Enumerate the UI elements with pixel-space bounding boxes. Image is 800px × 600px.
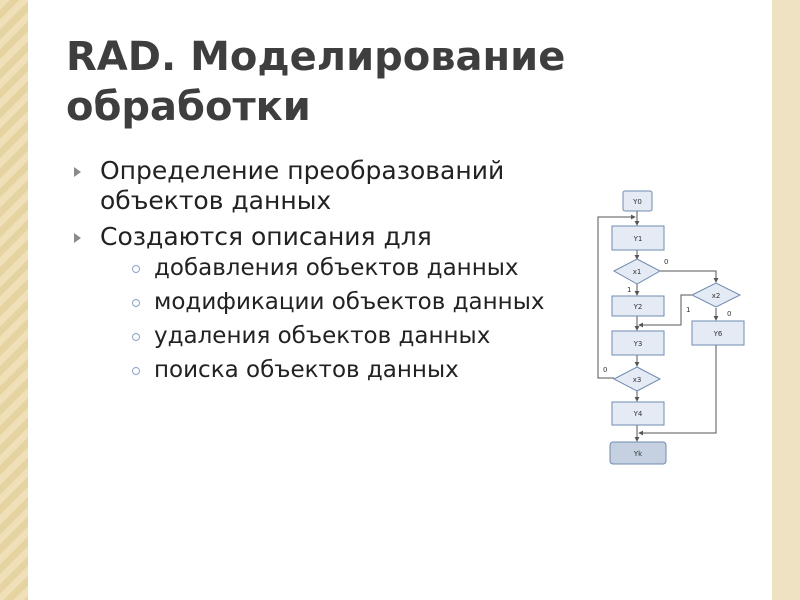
right-decor-band bbox=[772, 0, 800, 600]
flow-branch-x1-yes: 1 bbox=[627, 286, 631, 294]
slide-title: RAD. Моделирование обработки bbox=[66, 34, 566, 130]
flow-label-x3: x3 bbox=[633, 376, 642, 384]
flow-box-y6 bbox=[691, 320, 745, 346]
flow-decision-x1 bbox=[612, 258, 662, 285]
flow-branch-x1-no: 0 bbox=[664, 258, 668, 266]
bullet-text: Создаются описания для bbox=[100, 222, 432, 251]
flow-box-y4 bbox=[611, 401, 665, 426]
flow-box-y1 bbox=[611, 225, 665, 251]
sub-bullet-item: добавления объектов данных bbox=[100, 254, 550, 282]
flow-branch-x2-no: 0 bbox=[727, 310, 731, 318]
flow-box-y0 bbox=[622, 190, 653, 212]
flow-box-yk bbox=[609, 441, 667, 465]
flow-label-x2: x2 bbox=[712, 292, 721, 300]
sub-bullet-item: поиска объектов данных bbox=[100, 356, 550, 384]
flowchart-connectors bbox=[597, 211, 719, 442]
flow-label-y3: Y3 bbox=[633, 340, 643, 348]
flow-decision-x2 bbox=[690, 282, 742, 308]
sub-bullet-item: удаления объектов данных bbox=[100, 322, 550, 350]
bullet-list: Определение преобразований объектов данн… bbox=[70, 156, 550, 390]
bullet-text: Определение преобразований объектов данн… bbox=[100, 156, 505, 215]
flow-label-yk: Yk bbox=[633, 450, 643, 458]
sub-bullet-list: добавления объектов данных модификации о… bbox=[100, 254, 550, 384]
slide-card: RAD. Моделирование обработки Определение… bbox=[28, 14, 768, 574]
flow-label-y6: Y6 bbox=[713, 330, 723, 338]
flow-label-y0: Y0 bbox=[632, 198, 642, 206]
bullet-item: Определение преобразований объектов данн… bbox=[70, 156, 550, 216]
flow-label-y4: Y4 bbox=[633, 410, 643, 418]
flow-branch-x3-no: 0 bbox=[603, 366, 607, 374]
flowchart-diagram: Y0 Y1 x1 1 0 Y2 x2 1 0 Y3 Y6 x3 0 Y4 Yk bbox=[597, 190, 745, 465]
flow-label-y2: Y2 bbox=[633, 303, 643, 311]
flow-label-y1: Y1 bbox=[633, 235, 643, 243]
bullet-item: Создаются описания для добавления объект… bbox=[70, 222, 550, 384]
flow-branch-x2-yes: 1 bbox=[686, 306, 690, 314]
flow-box-y3 bbox=[611, 330, 665, 356]
flow-decision-x3 bbox=[612, 366, 662, 392]
flow-box-y2 bbox=[611, 295, 665, 317]
sub-bullet-item: модификации объектов данных bbox=[100, 288, 550, 316]
flow-label-x1: x1 bbox=[633, 268, 642, 276]
left-decor-band bbox=[0, 0, 28, 600]
